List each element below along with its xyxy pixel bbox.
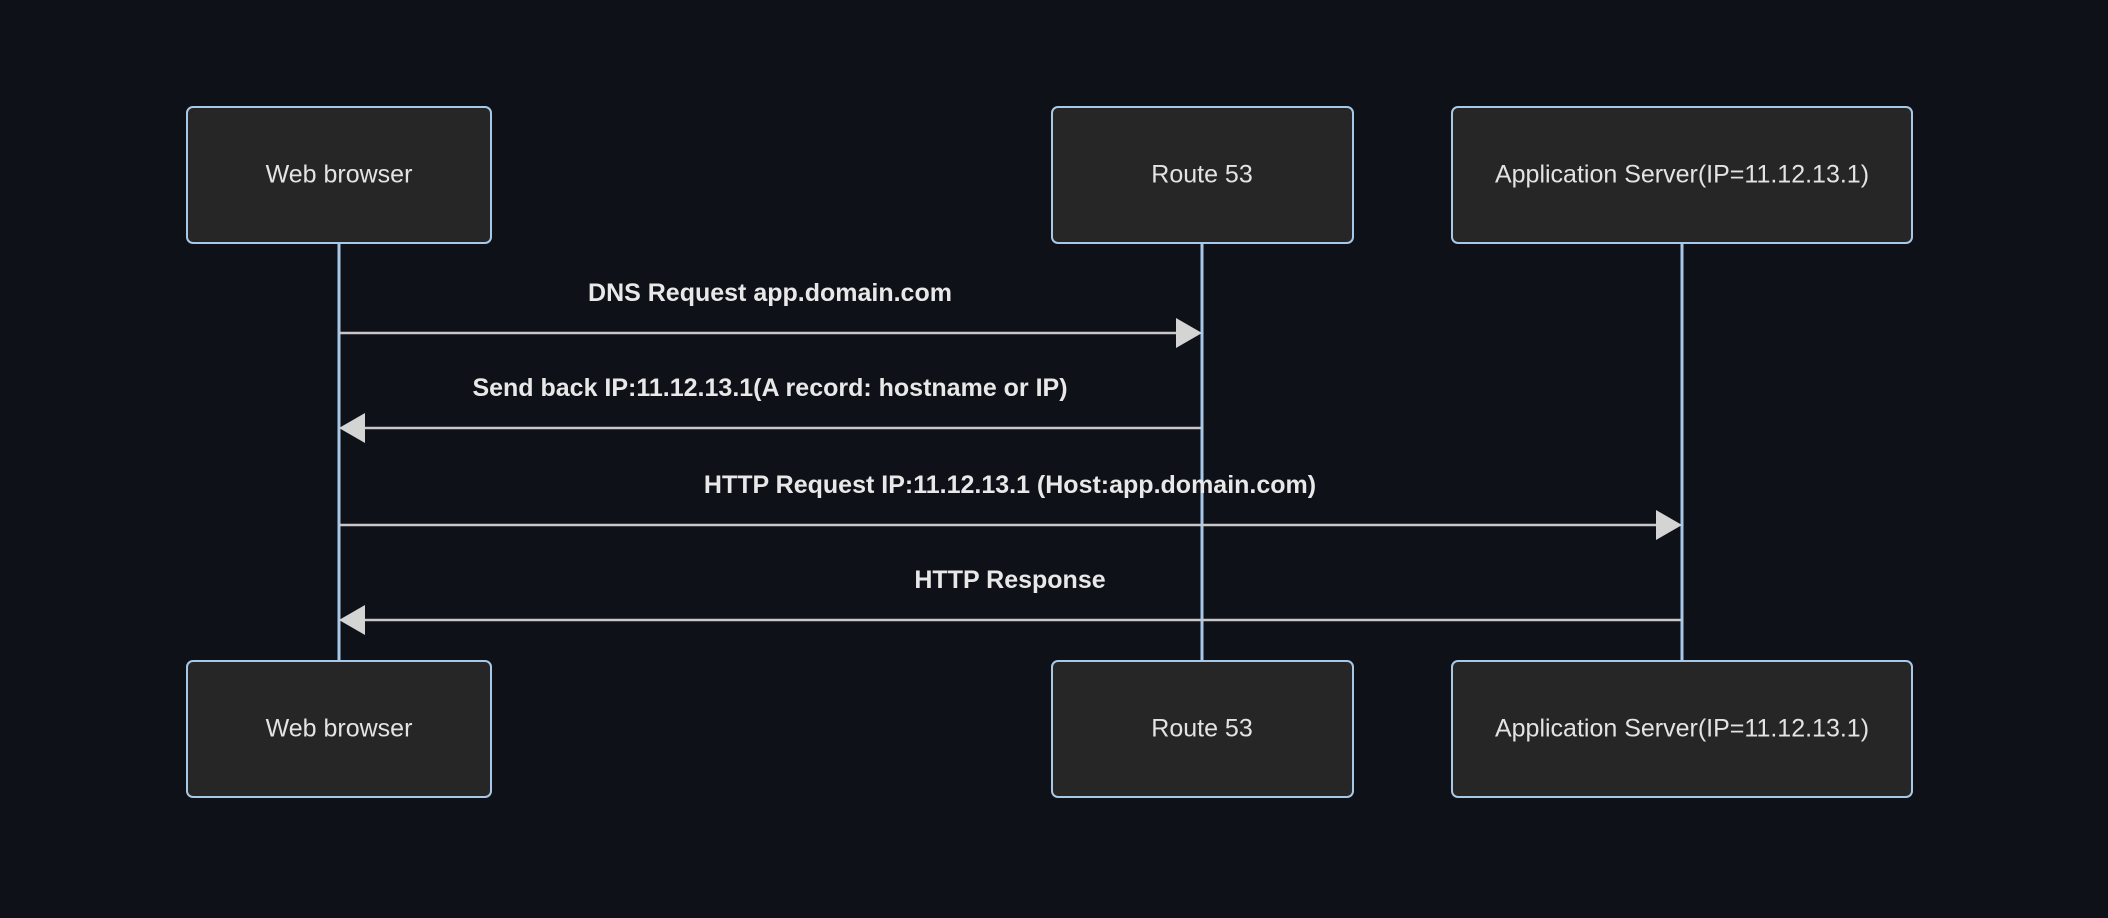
msg-http-request-arrowhead — [1656, 510, 1682, 540]
participant-label-appserver-top: Application Server(IP=11.12.13.1) — [1495, 161, 1869, 189]
message-group — [339, 318, 1682, 635]
participant-route53-bottom[interactable]: Route 53 — [1051, 660, 1354, 798]
participant-label-browser-bottom: Web browser — [266, 715, 413, 743]
participant-box-route53-top[interactable] — [1051, 106, 1354, 244]
participant-box-route53-bottom[interactable] — [1051, 660, 1354, 798]
participant-label-route53-top: Route 53 — [1151, 161, 1252, 189]
msg-http-response-arrowhead — [339, 605, 365, 635]
participant-label-route53-bottom: Route 53 — [1151, 715, 1252, 743]
msg-dns-request-label: DNS Request app.domain.com — [588, 279, 952, 307]
msg-dns-request-arrowhead — [1176, 318, 1202, 348]
participant-appserver-top[interactable]: Application Server(IP=11.12.13.1) — [1451, 106, 1913, 244]
participant-box-appserver-top[interactable] — [1451, 106, 1913, 244]
participant-appserver-bottom[interactable]: Application Server(IP=11.12.13.1) — [1451, 660, 1913, 798]
msg-dns-request — [339, 318, 1202, 348]
msg-http-request — [339, 510, 1682, 540]
participant-label-appserver-bottom: Application Server(IP=11.12.13.1) — [1495, 715, 1869, 743]
participant-browser-top[interactable]: Web browser — [186, 106, 492, 244]
participant-box-browser-bottom[interactable] — [186, 660, 492, 798]
participant-label-browser-top: Web browser — [266, 161, 413, 189]
participant-box-appserver-bottom[interactable] — [1451, 660, 1913, 798]
lifeline-group — [337, 243, 1684, 661]
participant-boxes-bottom: Web browser Route 53 Application Server(IP… — [186, 660, 1913, 798]
msg-http-request-label: HTTP Request IP:11.12.13.1 (Host:app.dom… — [704, 471, 1316, 499]
participant-boxes-top: Web browser Route 53 Application Server(IP… — [186, 106, 1913, 244]
msg-dns-response-arrowhead — [339, 413, 365, 443]
msg-http-response-label: HTTP Response — [914, 566, 1105, 594]
participant-box-browser-top[interactable] — [186, 106, 492, 244]
participant-route53-top[interactable]: Route 53 — [1051, 106, 1354, 244]
msg-dns-response-label: Send back IP:11.12.13.1(A record: hostna… — [472, 374, 1067, 402]
msg-dns-response — [339, 413, 1202, 443]
participant-browser-bottom[interactable]: Web browser — [186, 660, 492, 798]
msg-http-response — [339, 605, 1682, 635]
